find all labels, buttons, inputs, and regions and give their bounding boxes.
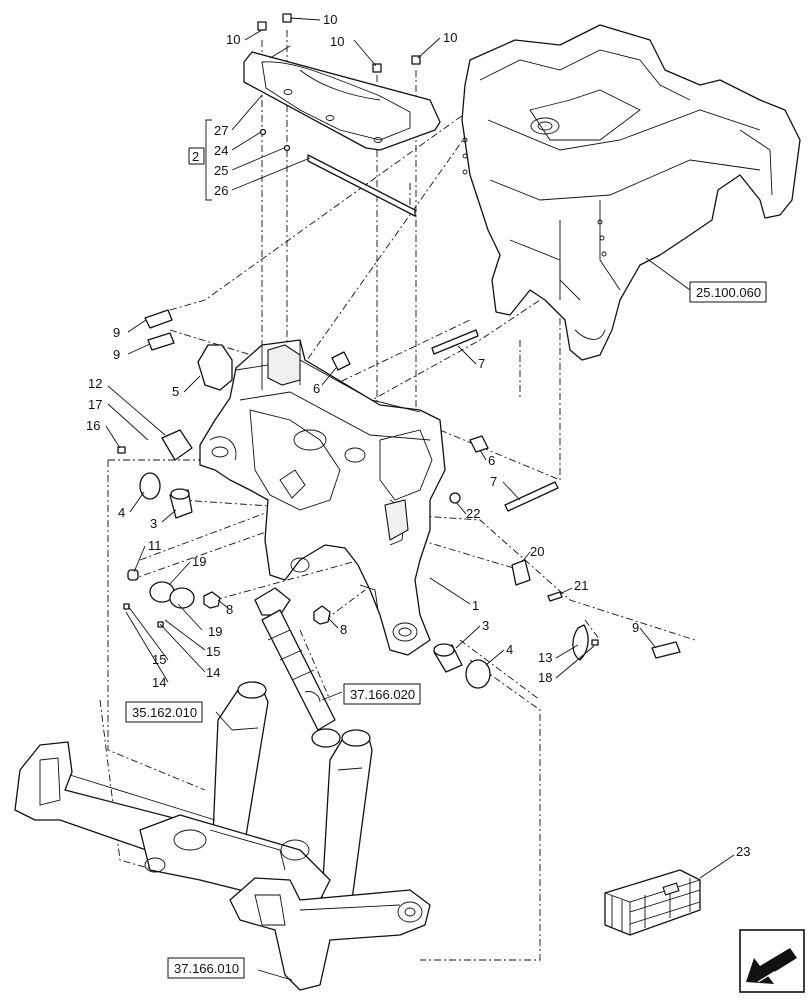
crate-23 xyxy=(604,869,701,936)
callout-8b: 8 xyxy=(340,622,347,637)
callout-7a: 7 xyxy=(478,356,485,371)
bushing-3b xyxy=(433,643,463,673)
callout-26: 26 xyxy=(214,183,228,198)
callout-15b: 15 xyxy=(152,652,166,667)
ref-hitch[interactable]: 37.166.010 xyxy=(174,961,239,976)
plate-12 xyxy=(161,429,193,461)
pin-6a xyxy=(331,351,351,371)
callout-9b: 9 xyxy=(113,347,120,362)
callout-22: 22 xyxy=(466,506,480,521)
bushing-3a xyxy=(169,488,193,519)
front-support xyxy=(199,339,446,656)
screw-16 xyxy=(117,446,126,454)
stud-7a xyxy=(431,329,479,355)
ring-4a xyxy=(139,472,161,500)
callout-3b: 3 xyxy=(482,618,489,633)
callout-27: 27 xyxy=(214,123,228,138)
callout-7b: 7 xyxy=(490,474,497,489)
callout-10a: 10 xyxy=(226,32,240,47)
callout-19b: 19 xyxy=(208,624,222,639)
callout-4b: 4 xyxy=(506,642,513,657)
callout-5: 5 xyxy=(172,384,179,399)
callout-10b: 10 xyxy=(323,12,337,27)
screw-21 xyxy=(547,591,563,602)
assembly-lines xyxy=(99,30,696,961)
pin-6b xyxy=(469,435,489,453)
callout-1: 1 xyxy=(472,598,479,613)
ref-lift-box xyxy=(125,701,203,723)
callout-19a: 19 xyxy=(192,554,206,569)
screw-14a xyxy=(123,603,130,610)
bracket-5 xyxy=(197,344,233,391)
callout-10c: 10 xyxy=(330,34,344,49)
bracket-20 xyxy=(511,559,531,586)
callout-25: 25 xyxy=(214,163,228,178)
nut-8b xyxy=(313,605,331,625)
screw-18 xyxy=(591,639,599,646)
reference-boxes: 25.100.060 37.166.020 35.162.010 37.166.… xyxy=(125,281,767,979)
nut-8a xyxy=(203,591,221,609)
kit-box xyxy=(188,147,205,165)
ref-lift[interactable]: 35.162.010 xyxy=(132,705,197,720)
stud-7b xyxy=(504,481,559,512)
bolts-9 xyxy=(144,309,681,659)
callout-13: 13 xyxy=(538,650,552,665)
lift-cylinder xyxy=(254,587,341,748)
callout-24: 24 xyxy=(214,143,228,158)
lift-arm-assembly xyxy=(14,681,431,991)
callout-14a: 14 xyxy=(206,665,220,680)
callout-23: 23 xyxy=(736,844,750,859)
callout-10d: 10 xyxy=(443,30,457,45)
ring-4b xyxy=(465,659,491,689)
part-24 xyxy=(259,128,267,136)
callout-20: 20 xyxy=(530,544,544,559)
callout-16: 16 xyxy=(86,418,100,433)
ref-frame-box xyxy=(689,281,767,303)
ref-frame[interactable]: 25.100.060 xyxy=(696,285,761,300)
callout-3a: 3 xyxy=(150,516,157,531)
part-22 xyxy=(449,492,461,504)
part-11 xyxy=(127,569,139,581)
callout-21: 21 xyxy=(574,578,588,593)
cover-plate xyxy=(243,45,441,151)
callout-9c: 9 xyxy=(632,620,639,635)
leader-lines xyxy=(105,17,735,981)
callout-15a: 15 xyxy=(206,644,220,659)
clip-13 xyxy=(572,624,589,661)
callout-6b: 6 xyxy=(488,453,495,468)
callout-9a: 9 xyxy=(113,325,120,340)
part-25 xyxy=(283,144,291,152)
ref-hitch-box xyxy=(167,957,245,979)
callout-8a: 8 xyxy=(226,602,233,617)
callout-11: 11 xyxy=(148,538,162,553)
ref-cylinder[interactable]: 37.166.020 xyxy=(350,687,415,702)
callout-12: 12 xyxy=(88,376,102,391)
callout-4a: 4 xyxy=(118,505,125,520)
arrow-nav-icon[interactable] xyxy=(739,929,805,993)
callout-18: 18 xyxy=(538,670,552,685)
ref-cylinder-box xyxy=(343,683,421,705)
callout-14b: 14 xyxy=(152,675,166,690)
callouts: 10 10 10 10 27 24 25 26 2 9 9 5 6 7 12 1… xyxy=(86,12,750,859)
callout-17: 17 xyxy=(88,397,102,412)
callout-6a: 6 xyxy=(313,381,320,396)
strip-26 xyxy=(307,154,416,217)
disc-19b xyxy=(169,587,195,609)
tractor-frame xyxy=(461,24,801,361)
callout-kit-2: 2 xyxy=(192,149,199,164)
